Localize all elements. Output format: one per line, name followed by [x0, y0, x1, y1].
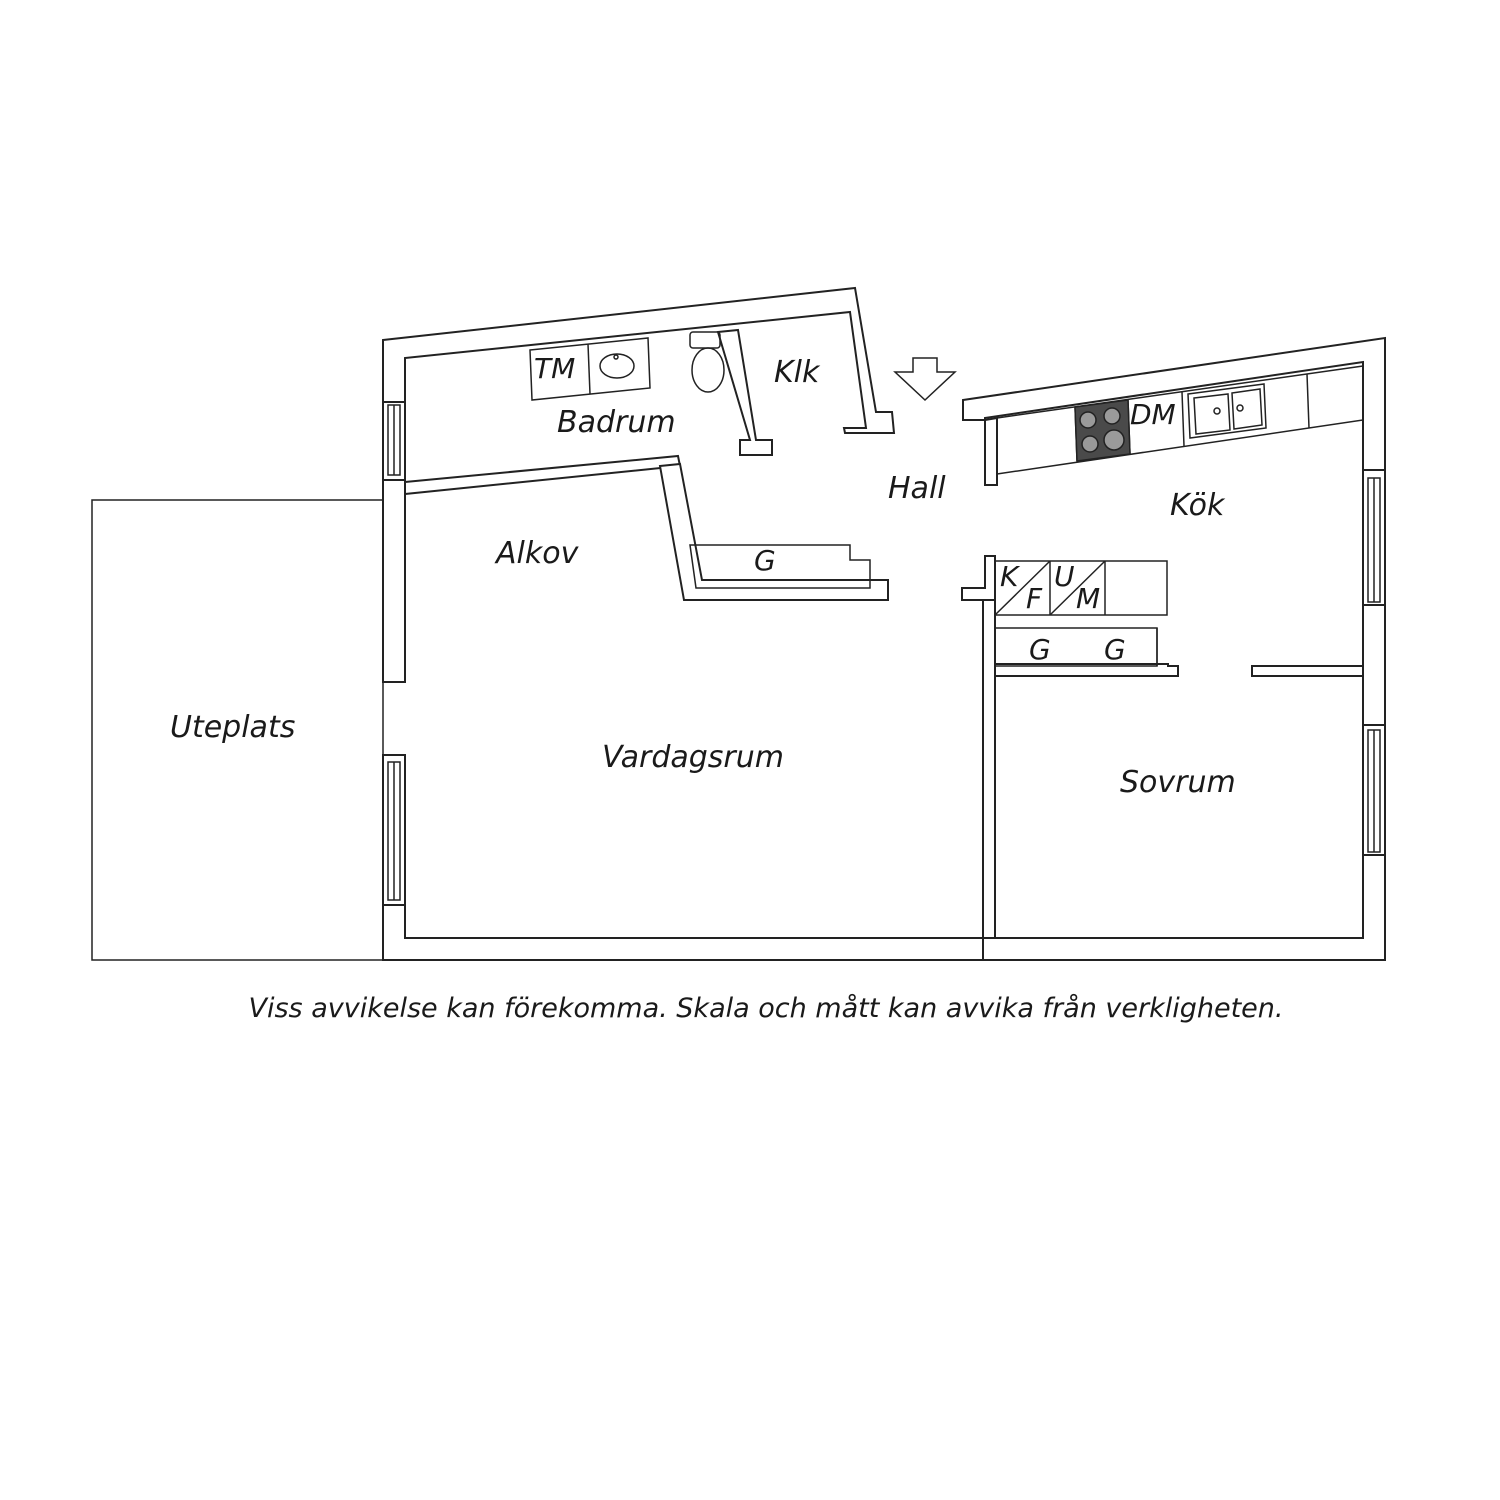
label-uteplats: Uteplats: [170, 710, 295, 745]
label-k: K: [1000, 560, 1021, 593]
label-u: U: [1054, 560, 1075, 593]
entrance-arrow-icon: [893, 357, 957, 402]
terrace-outline: [91, 499, 384, 961]
interior-walls: [404, 328, 1364, 939]
bathroom-fixtures: [529, 331, 725, 401]
label-hall: Hall: [888, 471, 946, 506]
kitchen-sink-icon: [1187, 383, 1267, 439]
label-m: M: [1076, 582, 1100, 615]
label-kok: Kök: [1170, 488, 1226, 523]
label-tm: TM: [534, 352, 575, 385]
label-g-left: G: [1029, 633, 1051, 666]
windows: [387, 404, 1381, 901]
label-alkov: Alkov: [494, 536, 580, 571]
outer-walls: [382, 286, 1386, 961]
label-sovrum: Sovrum: [1120, 765, 1236, 800]
label-dm: DM: [1130, 398, 1176, 431]
wardrobe-alkov: [689, 544, 871, 589]
toilet-icon: [689, 331, 725, 393]
label-g-alkov: G: [754, 544, 776, 577]
hob-icon: [1074, 399, 1131, 462]
label-vardagsrum: Vardagsrum: [602, 740, 784, 775]
disclaimer-text: Viss avvikelse kan förekomma. Skala och …: [249, 993, 1284, 1024]
label-g-right: G: [1104, 633, 1126, 666]
kitchen-counter: [996, 365, 1364, 475]
label-f: F: [1026, 582, 1043, 615]
sink-icon: [599, 353, 635, 379]
label-badrum: Badrum: [557, 405, 676, 440]
wardrobe-bedroom: [994, 627, 1158, 667]
appliance-block: [994, 560, 1168, 616]
label-klk: Klk: [774, 355, 821, 390]
